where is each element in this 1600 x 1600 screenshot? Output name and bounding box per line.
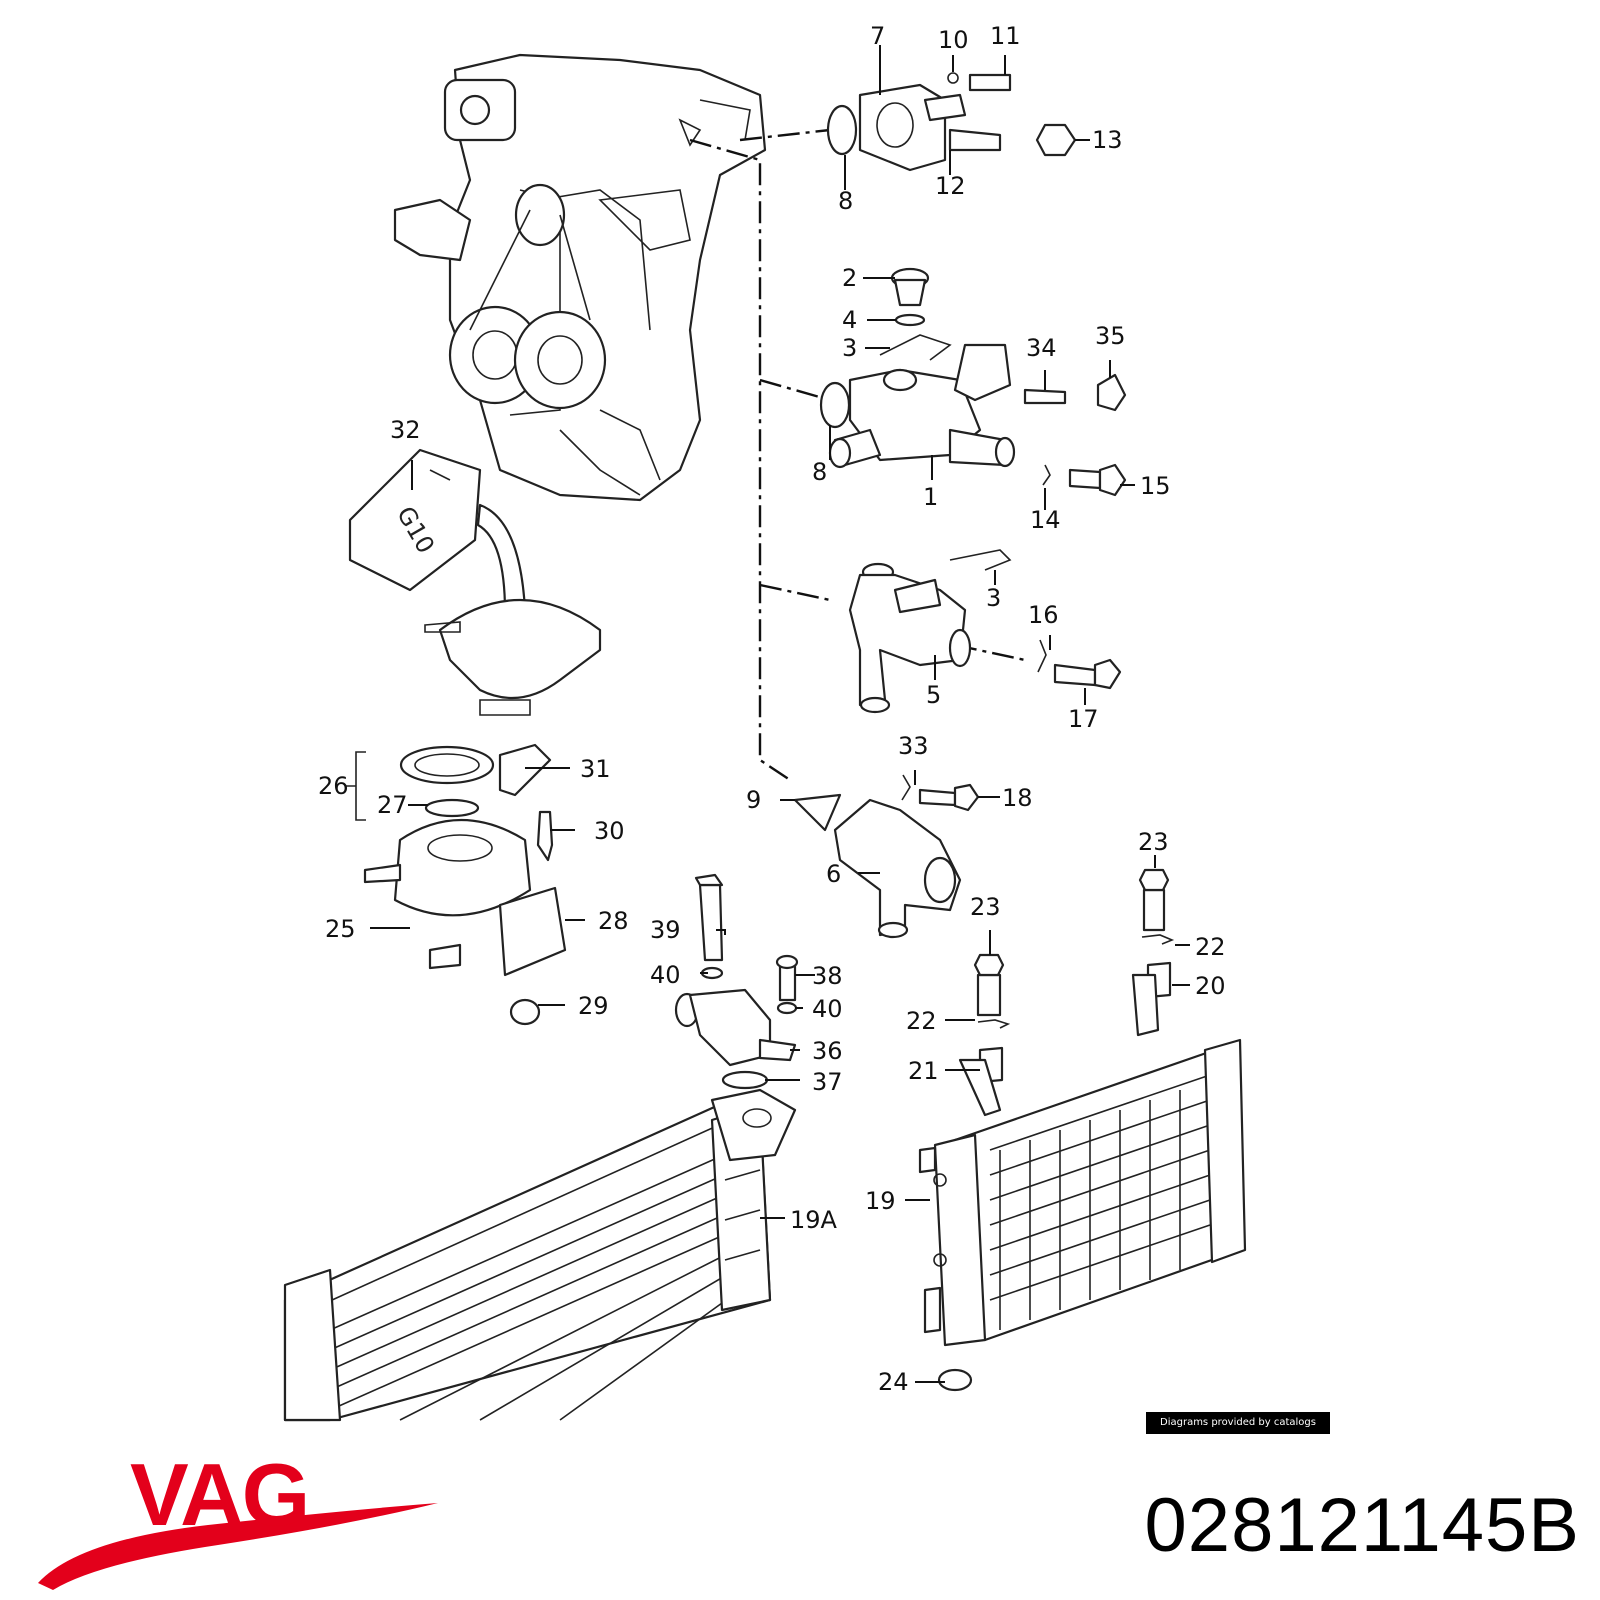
callout-1: 1 <box>923 483 938 511</box>
callout-6: 6 <box>826 860 841 888</box>
coolant-pipe-part-5 <box>848 549 1122 714</box>
callout-20: 20 <box>1195 972 1226 1000</box>
callout-35: 35 <box>1095 322 1126 350</box>
coolant-flange-part-1 <box>819 267 1127 497</box>
callout-11: 11 <box>990 22 1021 50</box>
expansion-tank-part-25 <box>346 743 567 1026</box>
callout-40b: 40 <box>812 995 843 1023</box>
diagram-credit-label: Diagrams provided by catalogs parts <box>1146 1412 1330 1450</box>
logo-text: VAG <box>130 1455 308 1544</box>
callout-3b: 3 <box>986 584 1001 612</box>
callout-19A: 19A <box>790 1206 838 1234</box>
coolant-elbow-part-36 <box>674 873 799 1090</box>
callout-28: 28 <box>598 907 629 935</box>
callout-7: 7 <box>870 22 885 50</box>
callout-18: 18 <box>1002 784 1033 812</box>
callout-12: 12 <box>935 172 966 200</box>
callout-10: 10 <box>938 26 969 54</box>
callout-8a: 8 <box>838 187 853 215</box>
callout-22b: 22 <box>1195 933 1226 961</box>
callout-labels: 1 2 3 3 4 5 6 7 8 8 9 10 11 12 13 14 15 … <box>318 22 1226 1396</box>
callout-17: 17 <box>1068 705 1099 733</box>
callout-3a: 3 <box>842 334 857 362</box>
callout-16: 16 <box>1028 601 1059 629</box>
callout-38: 38 <box>812 962 843 990</box>
callout-27: 27 <box>377 791 408 819</box>
callout-40a: 40 <box>650 961 681 989</box>
callout-30: 30 <box>594 817 625 845</box>
callout-2: 2 <box>842 264 857 292</box>
callout-32: 32 <box>390 416 421 444</box>
callout-23b: 23 <box>1138 828 1169 856</box>
callout-15: 15 <box>1140 472 1171 500</box>
callout-34: 34 <box>1026 334 1057 362</box>
callout-37: 37 <box>812 1068 843 1096</box>
logo-swoosh <box>38 1503 438 1590</box>
callout-13: 13 <box>1092 126 1123 154</box>
flange-part-6 <box>793 774 980 939</box>
radiator-part-19A <box>283 1088 797 1422</box>
callout-29: 29 <box>578 992 609 1020</box>
callout-26: 26 <box>318 772 349 800</box>
callout-24: 24 <box>878 1368 909 1396</box>
callout-9: 9 <box>746 786 761 814</box>
callout-25: 25 <box>325 915 356 943</box>
callout-23a: 23 <box>970 893 1001 921</box>
coolant-container-part-32: G10 <box>348 448 602 716</box>
callout-33: 33 <box>898 732 929 760</box>
callout-19: 19 <box>865 1187 896 1215</box>
radiator-part-19 <box>918 868 1247 1392</box>
engine-block-drawing <box>393 53 767 502</box>
callout-8b: 8 <box>812 458 827 486</box>
callout-39: 39 <box>650 916 681 944</box>
callout-14: 14 <box>1030 506 1061 534</box>
callout-5: 5 <box>926 681 941 709</box>
callout-36: 36 <box>812 1037 843 1065</box>
callout-31: 31 <box>580 755 611 783</box>
callout-4: 4 <box>842 306 857 334</box>
callout-22a: 22 <box>906 1007 937 1035</box>
flange-part-7 <box>826 72 1077 172</box>
vag-logo: VAG <box>38 1455 438 1590</box>
callout-21: 21 <box>908 1057 939 1085</box>
part-number: 028121145B <box>1144 1483 1580 1568</box>
leader-lines <box>370 45 1190 1383</box>
